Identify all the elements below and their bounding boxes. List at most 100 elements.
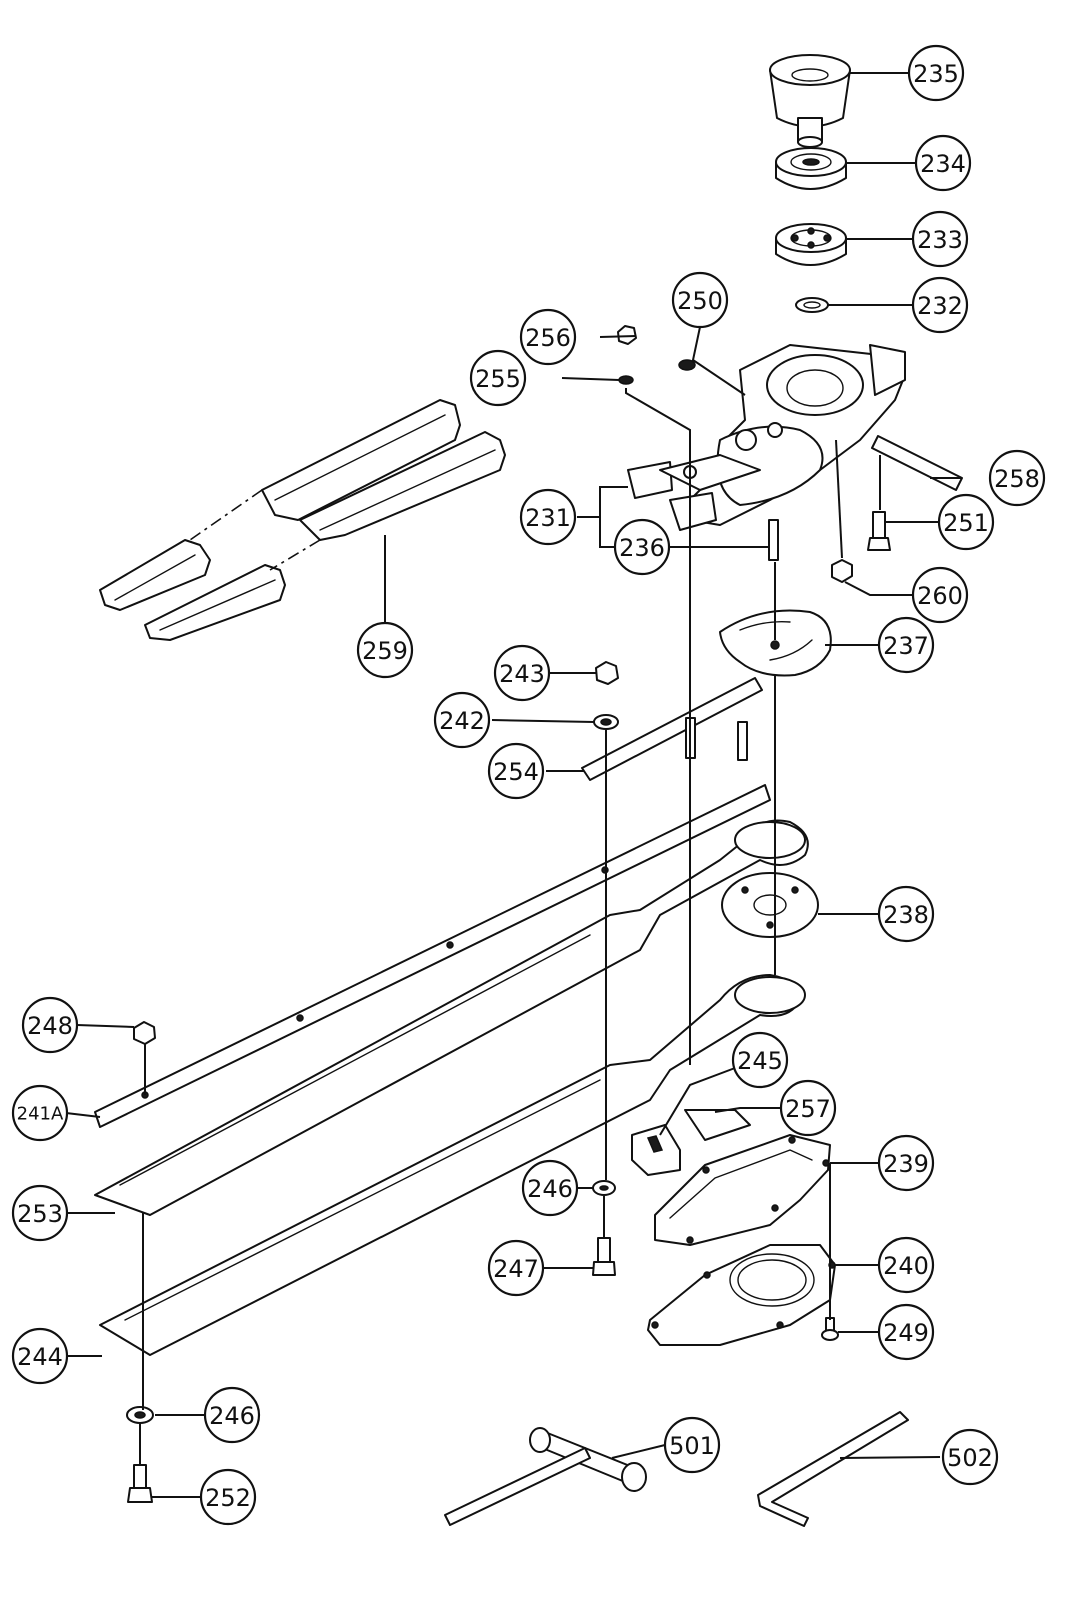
part-blade-cover <box>99 399 506 641</box>
callout-circle <box>519 488 577 546</box>
callout-number: 243 <box>499 660 545 688</box>
callout-circle <box>671 271 729 329</box>
part-washer-246-center <box>592 1180 616 1196</box>
callout-number: 246 <box>527 1175 573 1203</box>
callout-248: 248 <box>21 996 79 1054</box>
callout-256: 256 <box>519 308 577 366</box>
callout-240: 240 <box>877 1236 935 1294</box>
part-clip-245 <box>631 1124 681 1176</box>
part-plate-237 <box>719 609 832 677</box>
callout-number: 251 <box>943 509 989 537</box>
cover-dashline-lower <box>269 539 321 571</box>
callout-number: 254 <box>493 758 539 786</box>
callout-circle <box>521 1159 579 1217</box>
callout-501: 501 <box>663 1416 721 1474</box>
callout-number: 501 <box>669 1432 715 1460</box>
part-hex-key <box>757 1411 909 1527</box>
part-nut-256 <box>617 325 637 345</box>
callout-237: 237 <box>877 616 935 674</box>
callout-number: 253 <box>17 1200 63 1228</box>
callout-number: 240 <box>883 1252 929 1280</box>
part-screw-249 <box>821 1317 839 1341</box>
callout-233: 233 <box>911 210 969 268</box>
part-clip-257 <box>684 1109 751 1141</box>
callout-number: 241A <box>17 1104 64 1125</box>
callout-number: 236 <box>619 534 665 562</box>
callout-number: 252 <box>205 1484 251 1512</box>
callout-259: 259 <box>356 621 414 679</box>
callout-236: 236 <box>613 518 671 576</box>
callout-number: 502 <box>947 1444 993 1472</box>
callout-circle <box>911 566 969 624</box>
callout-246: 246 <box>203 1386 261 1444</box>
callout-circle <box>663 1416 721 1474</box>
callout-242: 242 <box>433 691 491 749</box>
callout-number: 232 <box>917 292 963 320</box>
callout-circle <box>11 1184 69 1242</box>
callout-number: 259 <box>362 637 408 665</box>
callout-238: 238 <box>877 885 935 943</box>
part-gasket <box>654 1134 831 1246</box>
callout-number: 234 <box>920 150 966 178</box>
callout-number: 244 <box>17 1343 63 1371</box>
callout-circle <box>613 518 671 576</box>
callout-circle <box>914 134 972 192</box>
callout-circle <box>21 996 79 1054</box>
part-cup-drum <box>769 54 851 148</box>
part-t-wrench <box>444 1427 647 1526</box>
callout-number: 257 <box>785 1095 831 1123</box>
part-bolt-252 <box>127 1464 153 1503</box>
callout-253: 253 <box>11 1184 69 1242</box>
callout-circle <box>877 1303 935 1361</box>
callout-circle <box>937 493 995 551</box>
part-washer-242 <box>593 714 619 730</box>
callout-number: 238 <box>883 901 929 929</box>
callout-circle <box>199 1468 257 1526</box>
callout-232: 232 <box>911 276 969 334</box>
callout-251: 251 <box>937 493 995 551</box>
part-nut-260 <box>831 559 853 583</box>
callout-252: 252 <box>199 1468 257 1526</box>
callout-circle <box>519 308 577 366</box>
callout-243: 243 <box>493 644 551 702</box>
part-cover-plate <box>647 1244 836 1346</box>
part-bolt-247 <box>592 1237 616 1276</box>
callout-number: 239 <box>883 1150 929 1178</box>
part-snap-ring <box>795 297 829 313</box>
callout-number: 249 <box>883 1319 929 1347</box>
part-small-nut <box>678 359 696 371</box>
part-bar-plate <box>94 784 771 1128</box>
part-disc <box>721 872 819 938</box>
callout-239: 239 <box>877 1134 935 1192</box>
callout-241A: 241A <box>11 1084 69 1142</box>
callout-circle <box>11 1327 69 1385</box>
callout-circle <box>356 621 414 679</box>
part-gear-case <box>627 344 906 531</box>
callout-circle <box>988 449 1046 507</box>
callout-number: 245 <box>737 1047 783 1075</box>
callout-number: 237 <box>883 632 929 660</box>
callout-255: 255 <box>469 349 527 407</box>
callout-249: 249 <box>877 1303 935 1361</box>
callout-235: 235 <box>907 44 965 102</box>
callout-number: 247 <box>493 1255 539 1283</box>
callout-number: 258 <box>994 465 1040 493</box>
callout-number: 231 <box>525 504 571 532</box>
part-bearing-upper <box>775 147 847 190</box>
callout-circle <box>203 1386 261 1444</box>
callout-244: 244 <box>11 1327 69 1385</box>
callout-number: 235 <box>913 60 959 88</box>
part-lower-blade <box>99 974 806 1356</box>
callout-246: 246 <box>521 1159 579 1217</box>
part-bearing-lower <box>775 223 847 266</box>
callout-250: 250 <box>671 271 729 329</box>
part-washer-255 <box>618 375 634 385</box>
part-rod <box>871 435 963 491</box>
callout-247: 247 <box>487 1239 545 1297</box>
callout-260: 260 <box>911 566 969 624</box>
callout-circle <box>911 210 969 268</box>
callout-circle <box>487 1239 545 1297</box>
callout-number: 242 <box>439 707 485 735</box>
